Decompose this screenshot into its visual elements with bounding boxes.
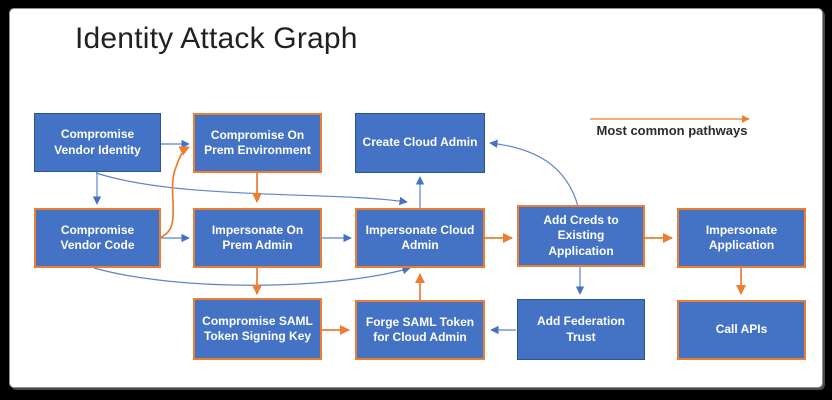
- node-label: Create Cloud Admin: [362, 135, 478, 150]
- node-label: Compromise SAML Token Signing Key: [202, 313, 313, 343]
- node-label: Compromise Vendor Identity: [54, 127, 141, 157]
- node-impersonate-cloud-admin: Impersonate Cloud Admin: [355, 208, 485, 268]
- node-impersonate-on-prem-admin: Impersonate On Prem Admin: [193, 208, 322, 268]
- node-label: Impersonate Cloud Admin: [365, 222, 475, 252]
- page-title: Identity Attack Graph: [75, 22, 358, 55]
- node-create-cloud-admin: Create Cloud Admin: [355, 113, 485, 173]
- node-compromise-vendor-code: Compromise Vendor Code: [34, 208, 161, 268]
- node-label: Impersonate Application: [705, 222, 778, 252]
- edge-vendor-identity-to-impersonate-cloud-admin: [95, 172, 408, 206]
- node-label: Compromise Vendor Code: [60, 222, 135, 252]
- edge-add-creds-to-create-cloud-admin: [489, 139, 579, 207]
- edge-vendor-code-to-impersonate-cloud-admin: [93, 266, 411, 286]
- node-label: Impersonate On Prem Admin: [211, 222, 304, 252]
- edge-vendor-code-to-on-prem-environment: [160, 146, 190, 238]
- legend-label: Most common pathways: [596, 123, 748, 138]
- node-label: Add Federation Trust: [536, 314, 625, 344]
- node-compromise-saml-token-signing-key: Compromise SAML Token Signing Key: [193, 298, 322, 360]
- node-add-creds-to-existing-application: Add Creds to Existing Application: [517, 205, 645, 267]
- node-label: Forge SAML Token for Cloud Admin: [365, 314, 475, 344]
- node-label: Add Creds to Existing Application: [543, 212, 619, 258]
- node-impersonate-application: Impersonate Application: [677, 208, 806, 268]
- node-compromise-vendor-identity: Compromise Vendor Identity: [34, 113, 161, 172]
- node-compromise-on-prem-environment: Compromise On Prem Environment: [193, 113, 322, 173]
- node-add-federation-trust: Add Federation Trust: [517, 299, 645, 360]
- node-call-apis: Call APIs: [677, 300, 806, 360]
- node-forge-saml-token-for-cloud-admin: Forge SAML Token for Cloud Admin: [355, 300, 485, 360]
- node-label: Compromise On Prem Environment: [204, 127, 311, 157]
- node-label: Call APIs: [715, 322, 768, 337]
